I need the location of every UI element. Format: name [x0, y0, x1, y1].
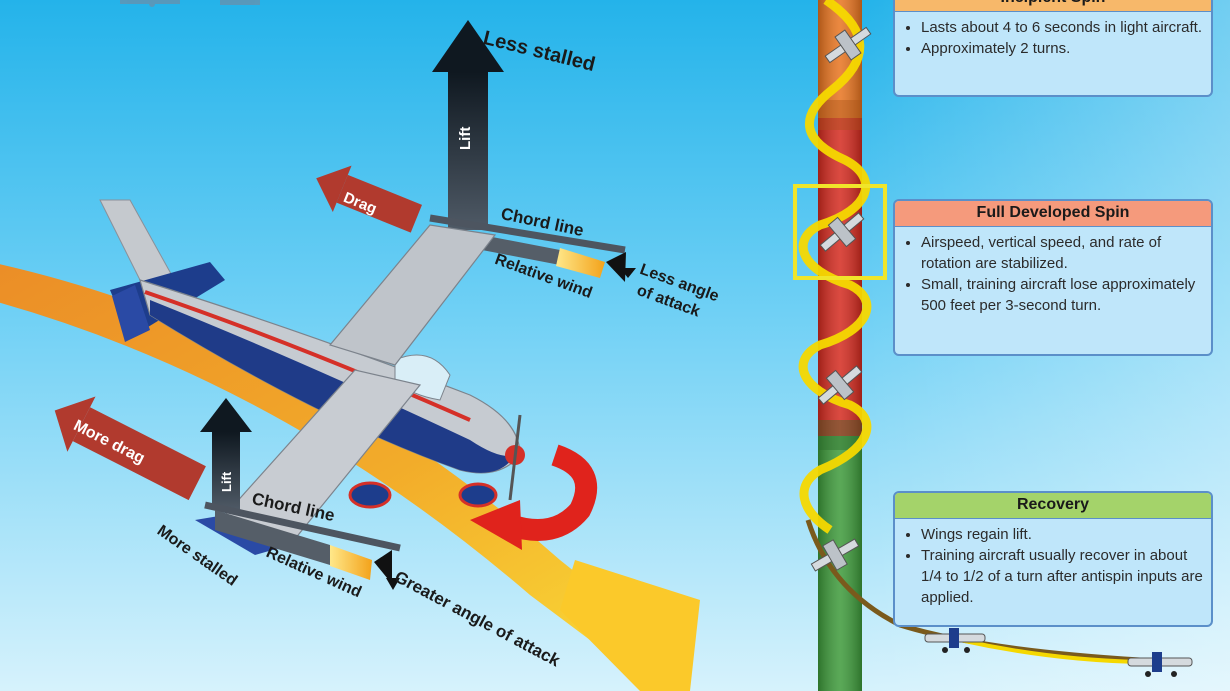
- bullet-developed-2: Small, training aircraft lose approximat…: [921, 274, 1203, 316]
- rotation-arrow: [470, 444, 598, 550]
- drag-arrow: [316, 165, 422, 233]
- chord-line-top: [429, 214, 626, 254]
- level-aircraft-2: [1127, 652, 1193, 677]
- phase-title-developed: Full Developed Spin: [895, 201, 1211, 227]
- phase-title-incipient: Incipient Spin: [895, 0, 1211, 12]
- phase-box-developed: Full Developed Spin Airspeed, vertical s…: [893, 199, 1213, 356]
- spin-aircraft-4: [810, 538, 860, 572]
- aircraft-main: [99, 199, 525, 555]
- flight-path-arrowhead: [560, 560, 700, 691]
- spin-spiral: [798, 0, 872, 534]
- bullet-developed-1: Airspeed, vertical speed, and rate of ro…: [921, 232, 1203, 274]
- aircraft-silhouette-top: [120, 0, 260, 7]
- phase-bullets-incipient: Lasts about 4 to 6 seconds in light airc…: [895, 17, 1211, 59]
- spin-aircraft-1: [824, 26, 872, 64]
- label-lift-top: Lift: [457, 126, 474, 150]
- level-aircraft-1: [924, 628, 986, 653]
- bullet-recovery-1: Wings regain lift.: [921, 524, 1203, 545]
- relative-wind-bottom: [215, 510, 400, 590]
- label-lift-bottom: Lift: [219, 471, 234, 492]
- chord-line-bottom: [204, 501, 401, 552]
- phase-box-recovery: Recovery Wings regain lift. Training air…: [893, 491, 1213, 627]
- highlight-frame: [793, 184, 887, 280]
- phase-box-incipient: Incipient Spin Lasts about 4 to 6 second…: [893, 0, 1213, 97]
- spin-aircraft-2: [819, 212, 865, 252]
- bullet-recovery-2: Training aircraft usually recover in abo…: [921, 545, 1203, 608]
- bullet-incipient-2: Approximately 2 turns.: [921, 38, 1203, 59]
- lift-arrow-top: [432, 20, 504, 230]
- spin-aircraft-3: [817, 365, 863, 405]
- flight-path-arrow: [0, 264, 610, 640]
- more-drag-arrow: [54, 396, 206, 501]
- phase-bullets-developed: Airspeed, vertical speed, and rate of ro…: [895, 232, 1211, 316]
- bullet-incipient-1: Lasts about 4 to 6 seconds in light airc…: [921, 17, 1203, 38]
- lift-arrow-bottom: [200, 398, 252, 510]
- phase-bullets-recovery: Wings regain lift. Training aircraft usu…: [895, 524, 1211, 608]
- phase-title-recovery: Recovery: [895, 493, 1211, 519]
